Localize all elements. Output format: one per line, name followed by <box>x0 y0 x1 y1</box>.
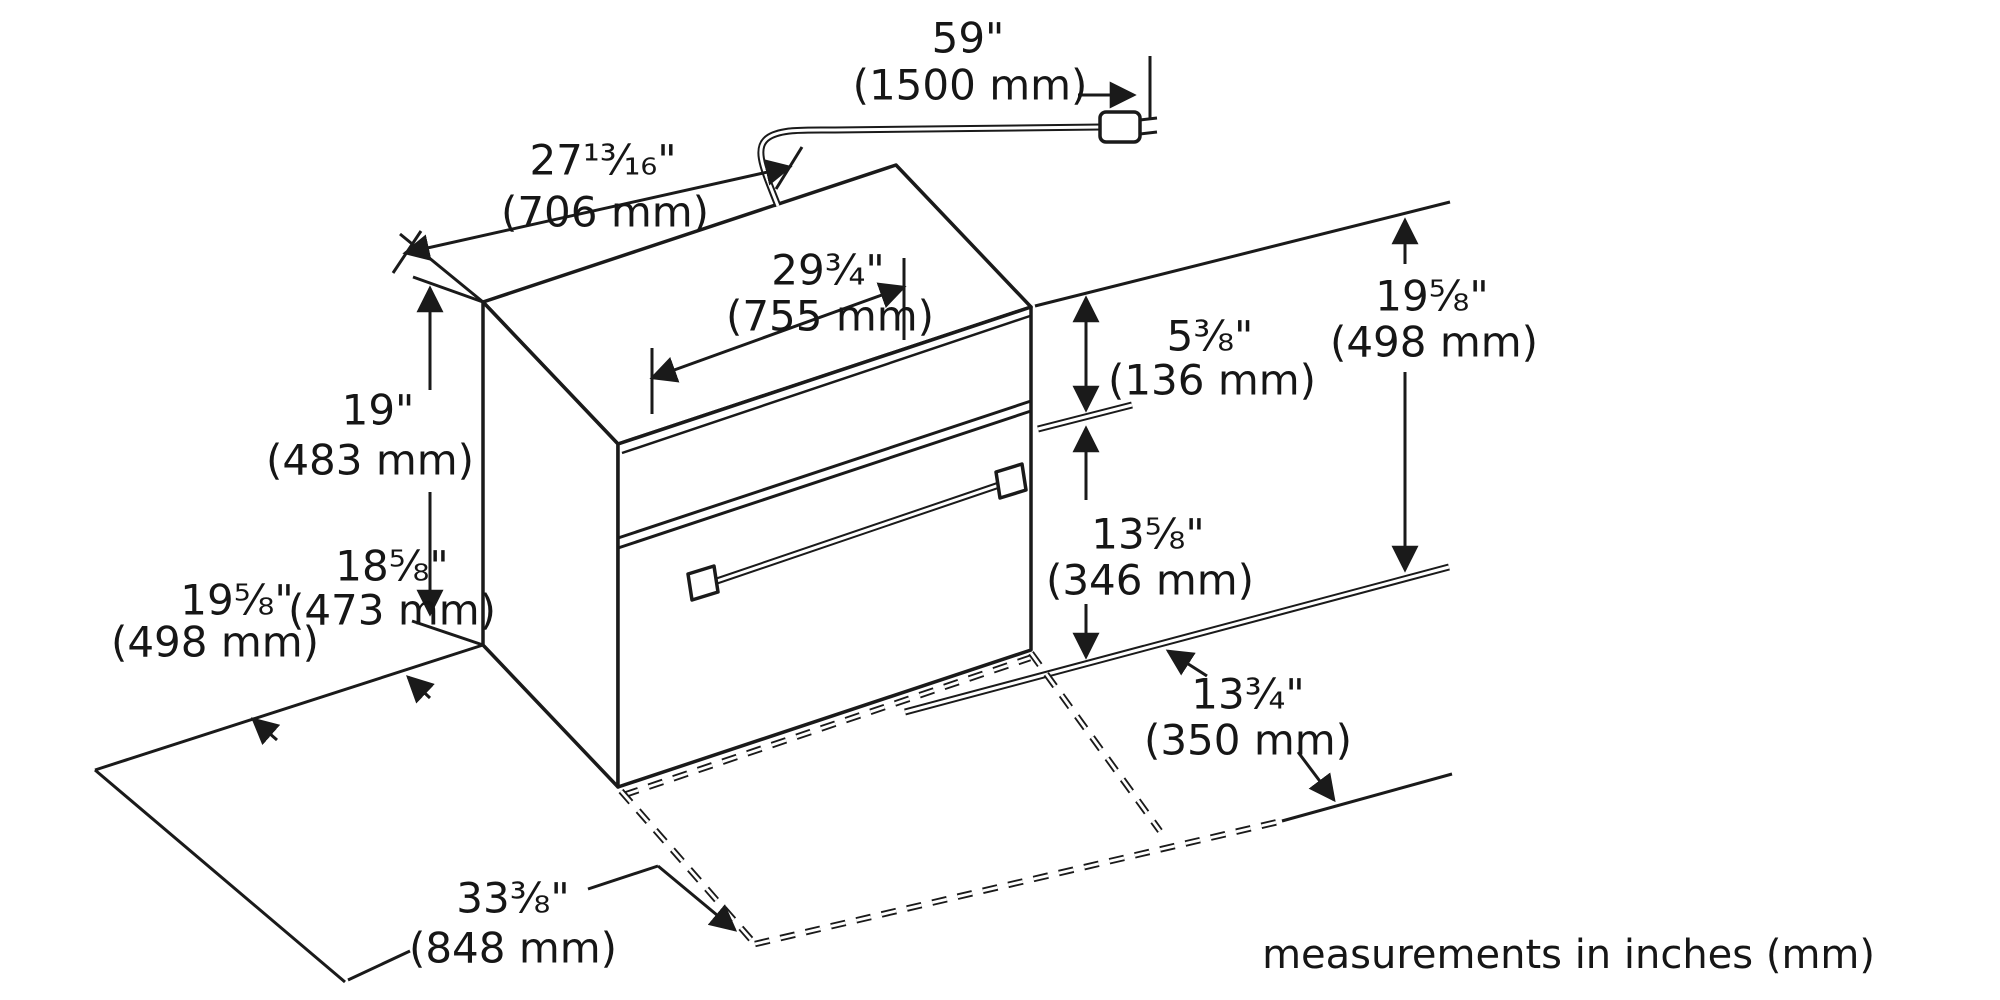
power-plug-icon <box>1098 110 1158 144</box>
door-top-edge <box>617 409 1032 550</box>
base-front-inches: 19⁵⁄₈" <box>180 576 293 625</box>
depth-mm: (706 mm) <box>501 188 709 237</box>
front-total-mm: (498 mm) <box>1330 318 1538 367</box>
clearance-leader-1 <box>1165 649 1208 678</box>
floor-back-left-edge <box>94 643 484 772</box>
units-footnote: measurements in inches (mm) <box>1262 932 1875 978</box>
floor-front-left-edge <box>94 768 346 984</box>
handle-right-endcap <box>994 462 1028 500</box>
door-handle <box>686 462 1028 602</box>
clearance-inches: 13³⁄₄" <box>1191 670 1304 719</box>
control-panel-bottom-edge <box>617 399 1032 540</box>
appliance-box <box>481 163 1033 789</box>
width-dimension-line <box>649 282 907 383</box>
floor-lines <box>94 563 1453 984</box>
width-mm: (755 mm) <box>726 292 934 341</box>
base-depth-leader <box>406 675 435 704</box>
total-depth-leader-elbow <box>587 864 659 891</box>
total-depth-inches: 33³⁄₈" <box>456 874 569 923</box>
door-open-front-edge <box>1281 772 1453 823</box>
height-inches: 19" <box>342 386 415 435</box>
front-top-seam <box>621 314 1031 455</box>
door-height-mm: (346 mm) <box>1046 556 1254 605</box>
panel-height-mm: (136 mm) <box>1108 356 1316 405</box>
clearance-leader-2 <box>1296 751 1336 803</box>
front-total-inches: 19⁵⁄₈" <box>1375 272 1488 321</box>
base-depth-mm: (473 mm) <box>288 586 496 635</box>
depth-dimension-line <box>402 159 793 261</box>
total-depth-leader-left <box>347 949 411 982</box>
dimension-labels: 59" (1500 mm) 27¹³⁄₁₆" (706 mm) 29³⁄₄" (… <box>111 14 1875 979</box>
width-inches: 29³⁄₄" <box>771 246 884 295</box>
base-front-mm: (498 mm) <box>111 618 319 667</box>
dimension-lines <box>250 81 1419 982</box>
height-mm: (483 mm) <box>266 436 474 485</box>
base-depth-inches: 18⁵⁄₈" <box>335 542 448 591</box>
cord-length-mm: (1500 mm) <box>853 61 1088 110</box>
total-depth-leader-right <box>657 864 738 932</box>
panel-height-inches: 5³⁄₈" <box>1167 312 1254 361</box>
handle-left-endcap <box>686 564 720 602</box>
clearance-mm: (350 mm) <box>1144 716 1352 765</box>
base-front-leader <box>250 717 281 746</box>
door-height-inches: 13⁵⁄₈" <box>1091 510 1204 559</box>
total-depth-mm: (848 mm) <box>409 924 617 973</box>
depth-inches: 27¹³⁄₁₆" <box>529 136 676 185</box>
cord-length-inches: 59" <box>932 14 1005 63</box>
